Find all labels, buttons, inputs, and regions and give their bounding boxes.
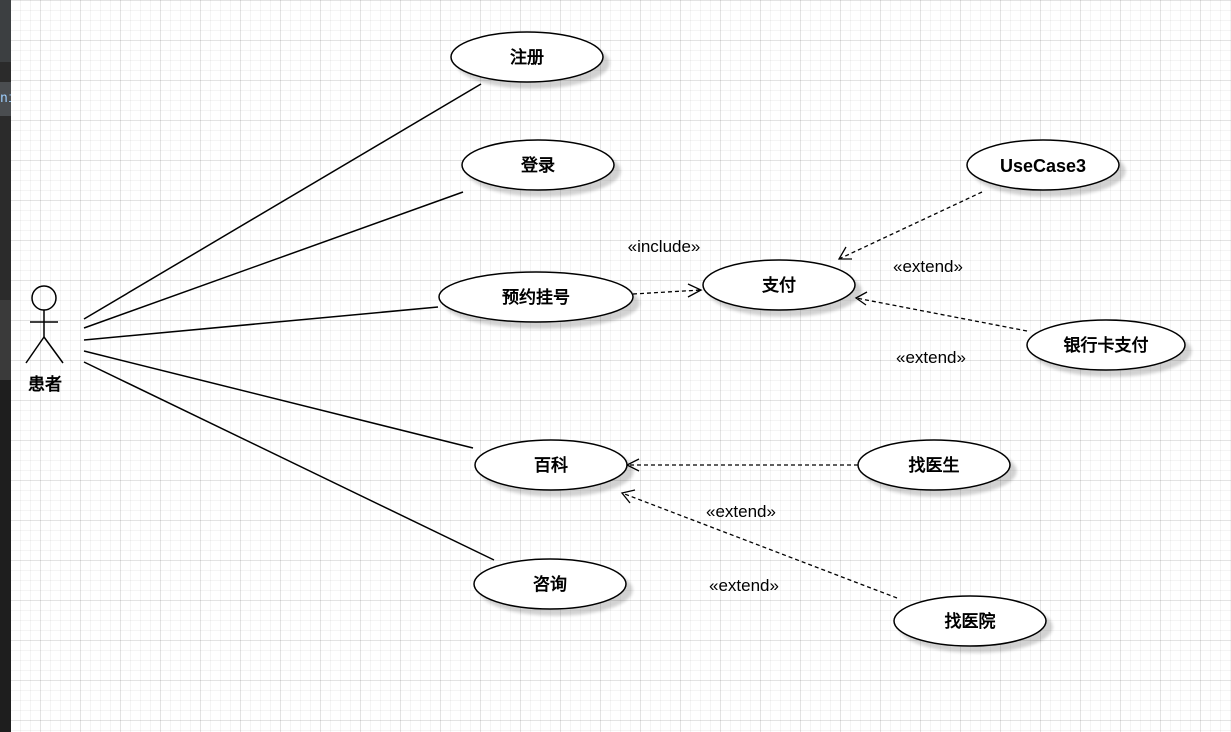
use-case-label: 登录: [520, 155, 555, 176]
extend-label-bankcard: «extend»: [896, 348, 966, 367]
use-case-label: 找医院: [945, 611, 996, 632]
association-login[interactable]: [83, 191, 464, 329]
extend-doctor-encyclopedia[interactable]: [625, 458, 858, 472]
use-case-register[interactable]: 注册: [450, 31, 604, 83]
use-case-login[interactable]: 登录: [461, 139, 615, 191]
use-case-find-hospital[interactable]: 找医院: [893, 595, 1047, 647]
associations: [83, 83, 495, 561]
include-appointment-pay[interactable]: [632, 283, 703, 298]
use-case-label: 咨询: [533, 574, 567, 595]
include-label: «include»: [628, 237, 701, 256]
use-case-label: 支付: [762, 275, 796, 296]
use-case-encyclopedia[interactable]: 百科: [474, 439, 628, 491]
use-case-label: UseCase3: [1000, 156, 1086, 176]
use-case-label: 注册: [510, 47, 544, 68]
editor-side-strip: ni: [0, 0, 11, 732]
side-tab[interactable]: ni: [0, 82, 11, 116]
association-encyclopedia[interactable]: [83, 350, 474, 449]
association-appointment[interactable]: [83, 306, 439, 341]
association-register[interactable]: [83, 83, 482, 320]
actor-right-leg: [43, 336, 64, 364]
use-case-consult[interactable]: 咨询: [473, 558, 627, 610]
actor-left-leg: [25, 336, 45, 364]
use-case-label: 银行卡支付: [1064, 335, 1149, 356]
use-case-bankcard[interactable]: 银行卡支付: [1026, 319, 1186, 371]
extend-usecase3-pay[interactable]: [837, 191, 983, 260]
extend-label-hospital: «extend»: [709, 576, 779, 595]
use-case-label: 找医生: [909, 455, 960, 476]
use-case-label: 预约挂号: [502, 287, 570, 308]
use-case-usecase3[interactable]: UseCase3: [966, 139, 1120, 191]
actor-label: 患者: [28, 374, 62, 395]
extend-label-doctor: «extend»: [706, 502, 776, 521]
extend-bankcard-pay[interactable]: [854, 291, 1028, 332]
side-panel: [0, 380, 11, 732]
side-panel: [0, 300, 11, 380]
use-case-label: 百科: [534, 455, 568, 476]
use-case-pay[interactable]: 支付: [702, 259, 856, 311]
extend-label-usecase3: «extend»: [893, 257, 963, 276]
dependencies: [620, 191, 1028, 599]
use-case-appointment[interactable]: 预约挂号: [438, 271, 634, 323]
use-case-find-doctor[interactable]: 找医生: [857, 439, 1011, 491]
extend-hospital-encyclopedia[interactable]: [620, 489, 898, 599]
actor-head: [31, 285, 57, 311]
side-panel: [0, 0, 11, 62]
actor-patient[interactable]: 患者: [25, 285, 64, 395]
association-consult[interactable]: [83, 361, 495, 561]
